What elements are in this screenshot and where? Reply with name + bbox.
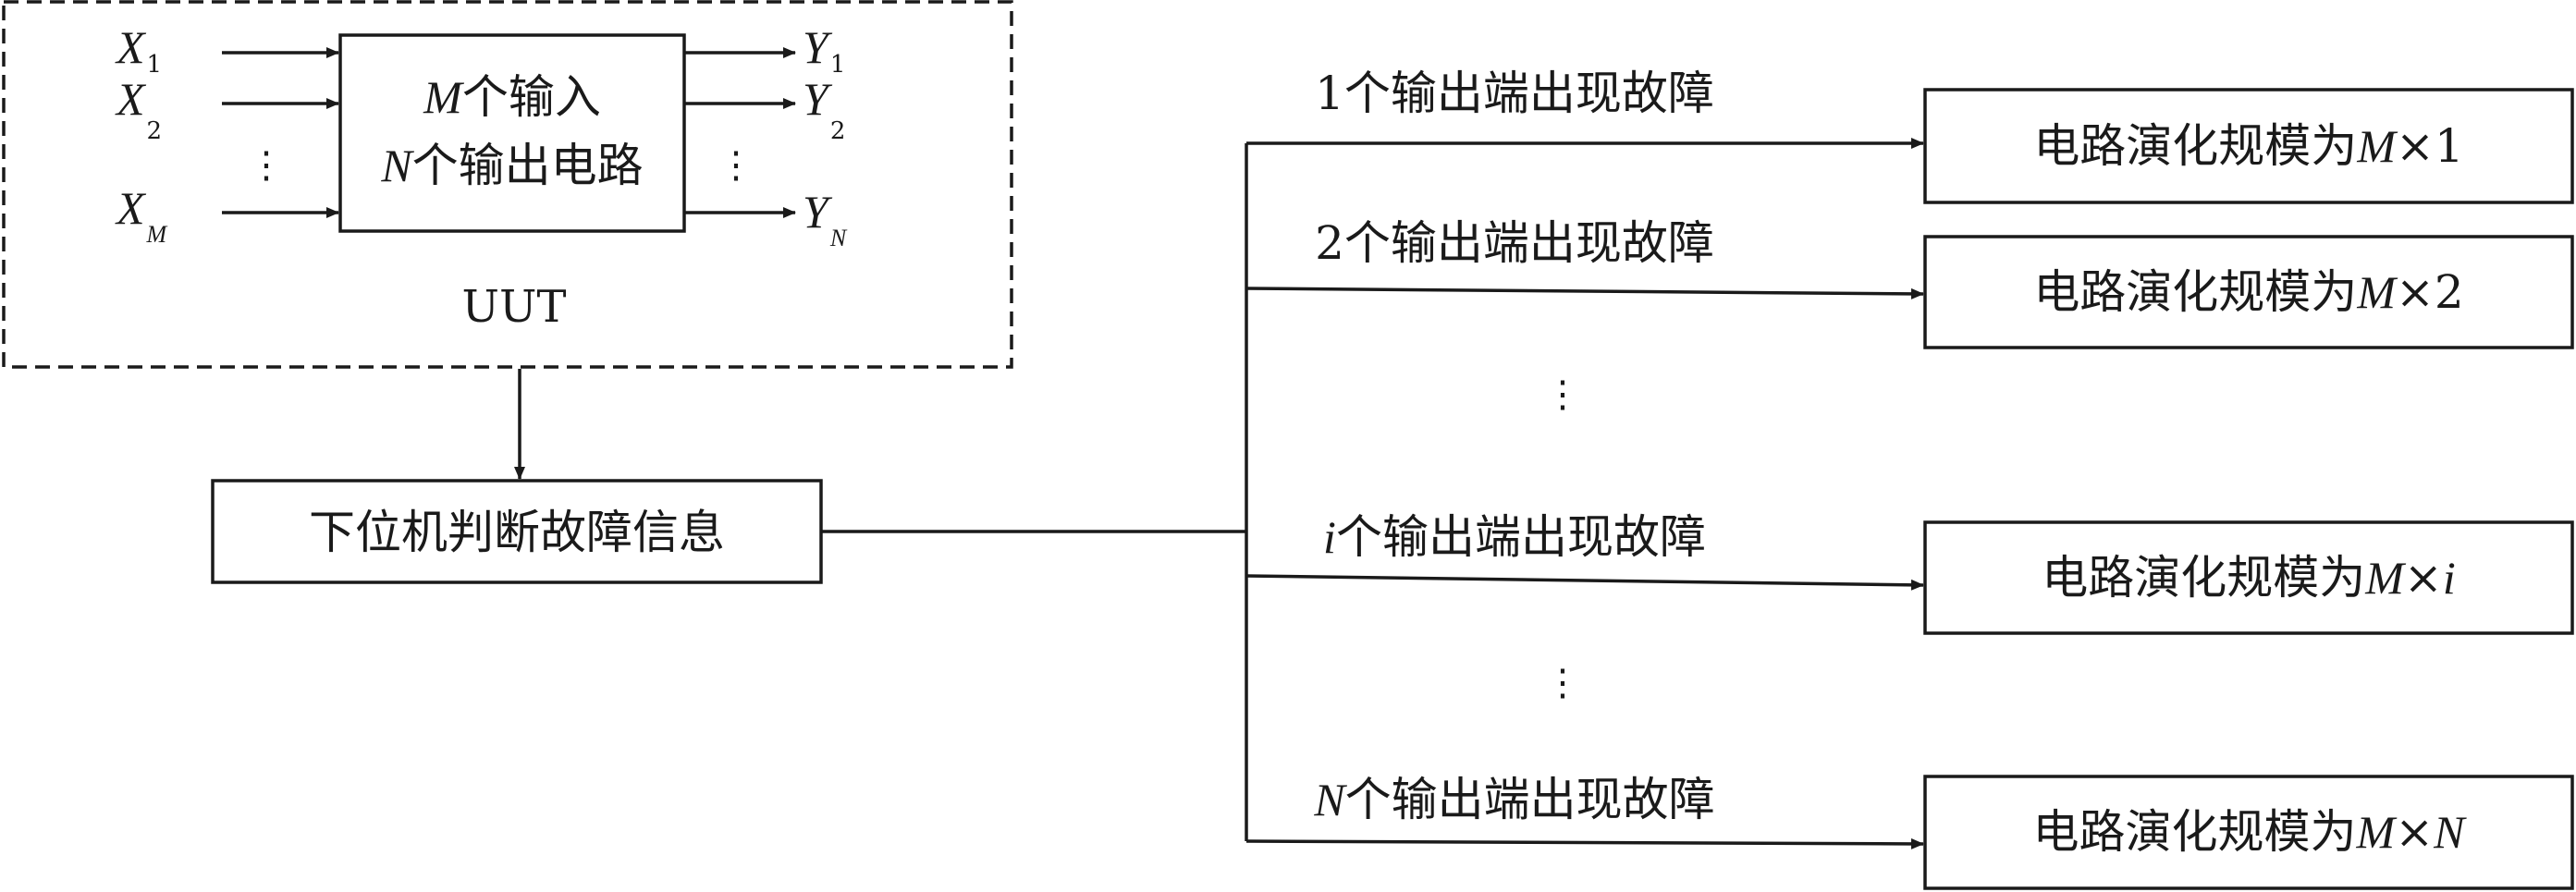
circuit-input-text: 个输入: [462, 70, 601, 124]
circuit-output-text: 个输出电路: [412, 139, 644, 192]
output-ellipsis: ⋮: [718, 144, 754, 187]
output-label-n: YN: [803, 186, 848, 251]
result-box-i: [1923, 520, 2574, 635]
branch-ellipsis-upper: ⋮: [1544, 373, 1581, 416]
circuit-line-1: M个输入: [423, 70, 601, 124]
result-box-n: [1923, 775, 2574, 890]
result-label-n: 电路演化规模为M×N: [2033, 805, 2468, 859]
result-box-1: [1923, 88, 2574, 204]
circuit-box: [338, 33, 686, 233]
input-label-1: X1: [115, 21, 162, 79]
branch-condition-2: 2个输出端出现故障: [1315, 216, 1714, 270]
result-label-1: 电路演化规模为M×1: [2033, 119, 2463, 173]
result-label-2: 电路演化规模为M×2: [2033, 265, 2463, 319]
input-ellipsis: ⋮: [248, 144, 285, 187]
result-label-i: 电路演化规模为M×i: [2042, 551, 2455, 605]
circuit-input-var: M: [423, 71, 464, 123]
output-label-2: Y2: [803, 73, 845, 145]
branch-arrow-2: [1245, 287, 1924, 299]
branch-condition-n: N个输出端出现故障: [1313, 773, 1714, 826]
input-label-2: X2: [115, 73, 162, 145]
uut-label: UUT: [462, 281, 567, 333]
branch-ellipsis-lower: ⋮: [1544, 662, 1581, 704]
branch-arrow-i: [1245, 574, 1924, 591]
result-box-2: [1923, 235, 2574, 349]
branch-arrow-n: [1245, 837, 1924, 849]
branch-condition-i: i个输出端出现故障: [1323, 510, 1706, 564]
circuit-output-var: N: [380, 140, 414, 191]
circuit-line-2: N个输出电路: [380, 139, 643, 192]
lower-machine-label: 下位机判断故障信息: [309, 506, 725, 559]
output-label-1: Y1: [803, 21, 845, 79]
branch-condition-1: 1个输出端出现故障: [1315, 67, 1714, 120]
uut-boundary: [2, 0, 1013, 369]
input-label-m: XM: [115, 182, 168, 248]
